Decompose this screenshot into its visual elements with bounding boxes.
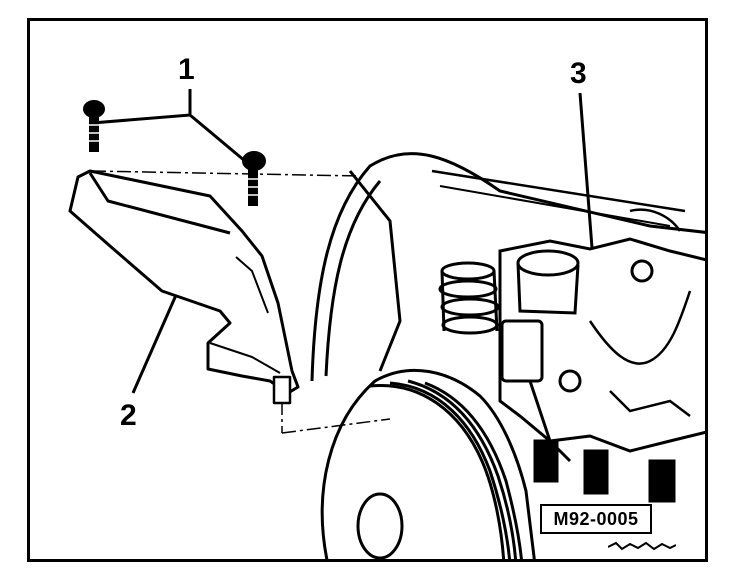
diagram-frame: 1 2 3 M92-0005 <box>27 18 708 562</box>
leader-line-2 <box>131 285 182 394</box>
reference-code-box: M92-0005 <box>540 504 652 534</box>
scan-artifact-marks <box>608 541 676 551</box>
bolt-left <box>83 100 105 152</box>
leader-line-1 <box>91 113 246 163</box>
alignment-lines <box>91 170 391 434</box>
splash-shield <box>68 169 300 405</box>
callout-3: 3 <box>570 57 587 90</box>
wheel-arch <box>310 152 705 382</box>
bolt-right <box>242 151 266 206</box>
reference-code: M92-0005 <box>553 508 639 529</box>
alignment-line-bottom <box>281 418 391 434</box>
callout-2: 2 <box>120 399 137 432</box>
exploded-view-illustration <box>68 89 705 559</box>
tire <box>320 368 536 559</box>
alignment-line-top <box>91 170 361 177</box>
coil-spring <box>438 261 500 335</box>
engine-assembly <box>498 208 705 503</box>
callout-1: 1 <box>178 53 195 86</box>
